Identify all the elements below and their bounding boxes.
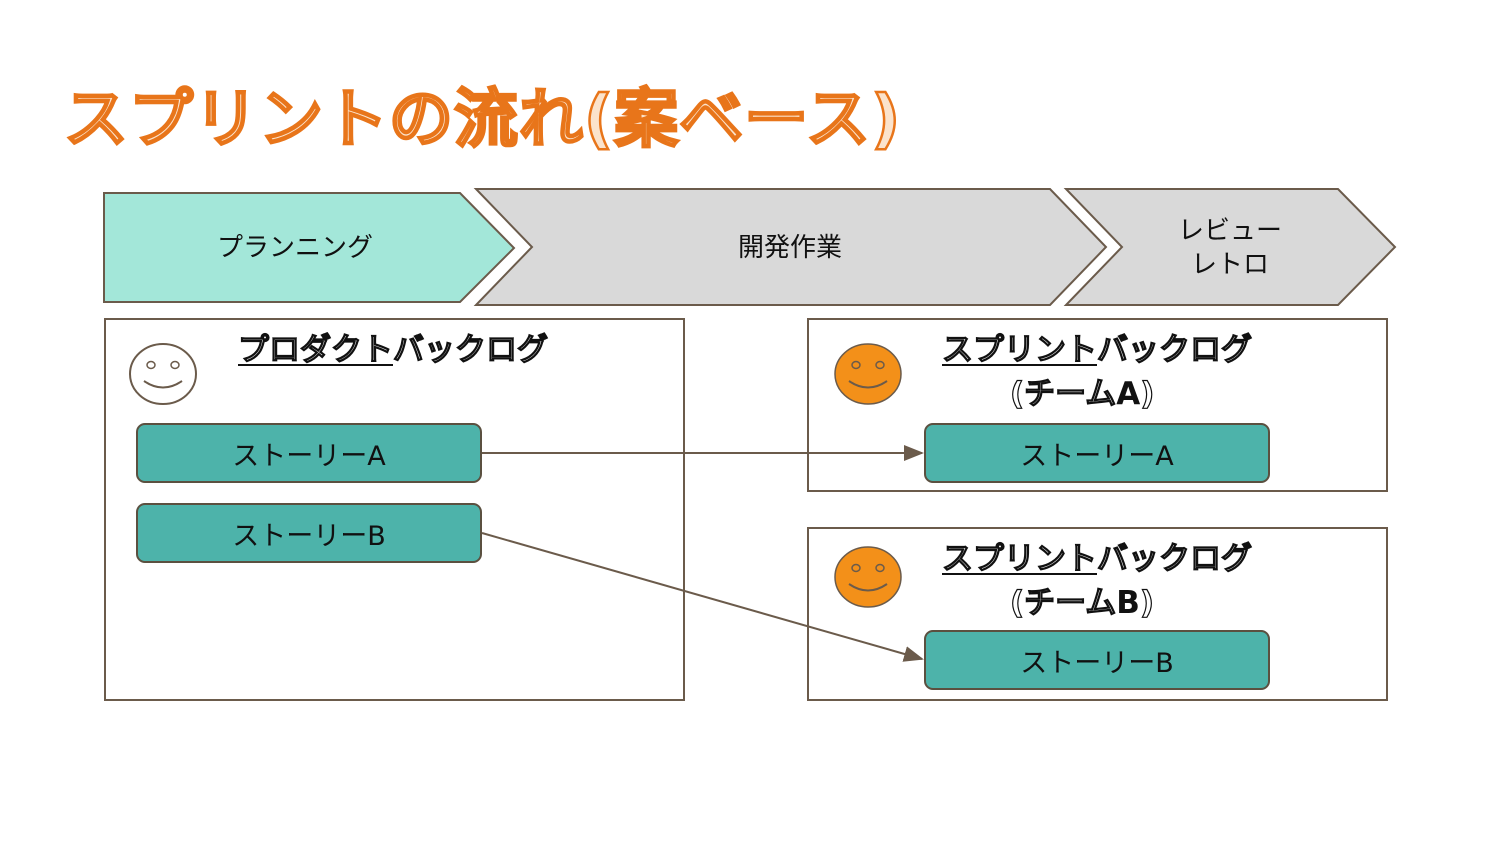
smiley-outline-icon [129,343,197,405]
phase-review-label: レビュー レトロ [1130,212,1330,284]
phase-review-shape [1063,188,1397,306]
sprint-backlog-b-heading-underlined: スプリント [941,540,1097,577]
sprint-backlog-a-heading-underlined: スプリント [941,331,1097,368]
sprint-backlog-a-team-close: ) [1140,375,1155,412]
product-backlog-heading: プロダクトバックログ [237,331,548,369]
sprint-backlog-a-team-open: (チーム [1009,375,1117,412]
product-story-b-label: ストーリーB [232,520,386,552]
phase-development-label: 開発作業 [560,220,1020,276]
sprint-backlog-b-team-letter: B [1116,585,1140,621]
sprint-backlog-b-team: (チームB) [1009,584,1155,622]
phase-planning-shape [103,192,516,303]
sprint-backlog-a-heading-rest: バックログ [1096,331,1252,368]
sprint-backlog-b-heading-rest: バックログ [1096,540,1252,577]
sprint-a-story-label: ストーリーA [1020,440,1174,472]
product-story-a: ストーリーA [136,423,482,483]
phase-planning-label: プランニング [140,220,450,276]
sprint-a-story: ストーリーA [924,423,1270,483]
sprint-backlog-b-team-open: (チーム [1009,584,1117,621]
product-backlog-heading-underlined: プロダクト [237,331,393,368]
product-story-a-label: ストーリーA [232,440,386,472]
phase-review-text-line2: レトロ [1190,250,1269,280]
sprint-backlog-a-heading: スプリントバックログ [941,331,1252,369]
sprint-backlog-a-team-letter: A [1116,376,1141,412]
slide-title: スプリントの流れ(案ベース) [63,83,902,157]
sprint-b-story: ストーリーB [924,630,1270,690]
sprint-backlog-b-heading: スプリントバックログ [941,540,1252,578]
sprint-backlog-a-team: (チームA) [1009,375,1155,413]
smiley-orange-icon-b [834,546,902,608]
phase-development-text: 開発作業 [737,233,842,263]
sprint-b-story-label: ストーリーB [1020,647,1174,679]
product-backlog-heading-rest: バックログ [392,331,548,368]
sprint-backlog-b-team-close: ) [1139,584,1155,621]
phase-planning-text: プランニング [216,233,373,263]
smiley-orange-icon-a [834,343,902,405]
product-story-b: ストーリーB [136,503,482,563]
phase-development-shape [473,188,1108,306]
phase-review-text-line1: レビュー [1177,216,1282,246]
